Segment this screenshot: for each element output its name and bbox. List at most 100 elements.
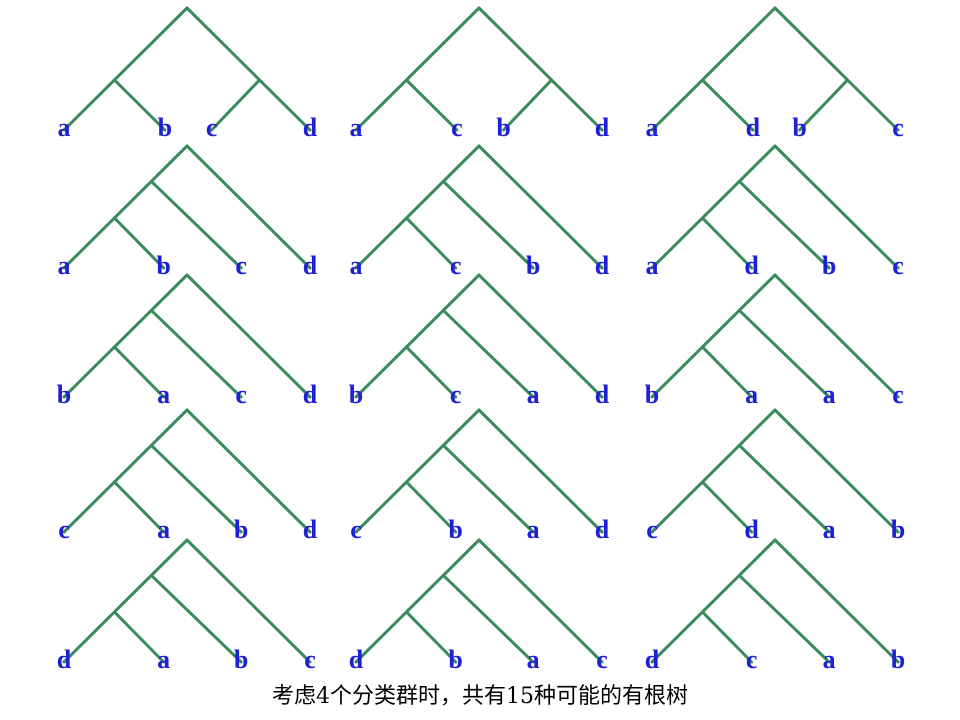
tree-branch xyxy=(406,481,458,534)
leaf-label: c xyxy=(450,251,462,280)
tree-branch xyxy=(151,575,243,664)
tree-branch xyxy=(114,611,166,664)
leaf-label: a xyxy=(527,515,540,544)
leaf-label: b xyxy=(234,645,248,674)
leaf-label: b xyxy=(448,515,462,544)
leaf-label: a xyxy=(58,251,71,280)
tree-branch xyxy=(773,408,900,534)
leaf-label: c xyxy=(451,113,463,142)
tree-branch xyxy=(406,346,458,399)
leaf-label: b xyxy=(448,645,462,674)
leaf-label: b xyxy=(234,515,248,544)
leaf-label: d xyxy=(303,515,318,544)
tree-branch xyxy=(702,611,754,664)
leaf-label: a xyxy=(527,645,540,674)
tree-branch xyxy=(798,79,848,132)
leaf-label: a xyxy=(157,645,170,674)
tree-branch xyxy=(114,346,166,399)
leaf-label: d xyxy=(595,251,610,280)
leaf-label: a xyxy=(823,515,836,544)
tree-branch xyxy=(151,181,243,270)
tree-branch xyxy=(702,79,755,132)
leaf-label: d xyxy=(303,113,318,142)
tree-branch xyxy=(62,538,189,664)
leaf-label: a xyxy=(58,113,71,142)
leaf-label: d xyxy=(57,645,72,674)
leaf-label: a xyxy=(527,380,540,409)
tree-branch xyxy=(62,6,189,132)
leaf-label: b xyxy=(158,113,172,142)
tree-branch xyxy=(114,217,166,270)
leaf-label: c xyxy=(892,113,904,142)
tree-branch xyxy=(702,217,754,270)
leaf-label: d xyxy=(303,251,318,280)
tree-branch xyxy=(354,538,481,664)
leaf-label: b xyxy=(645,380,659,409)
tree-branch xyxy=(502,79,552,132)
leaf-label: c xyxy=(206,113,218,142)
tree-branch xyxy=(114,481,166,534)
leaf-label: d xyxy=(744,251,759,280)
leaf-label: c xyxy=(746,645,758,674)
leaf-label: d xyxy=(595,113,610,142)
tree-branch xyxy=(151,445,243,534)
tree-branch xyxy=(702,481,754,534)
tree-branch xyxy=(650,273,777,399)
tree-branch xyxy=(773,273,900,399)
leaf-label: a xyxy=(350,113,363,142)
tree-branch xyxy=(773,6,900,132)
tree-branch xyxy=(443,181,535,270)
leaf-label: b xyxy=(822,251,836,280)
leaf-label: a xyxy=(646,251,659,280)
tree-branch xyxy=(739,310,831,399)
tree-branch xyxy=(477,144,604,270)
tree-branch xyxy=(773,538,900,664)
tree-branch xyxy=(185,144,312,270)
leaf-label: a xyxy=(350,251,363,280)
tree-branch xyxy=(114,79,167,132)
leaf-label: c xyxy=(596,645,608,674)
tree-branch xyxy=(406,611,458,664)
figure-caption: 考虑4个分类群时，共有15种可能的有根树 xyxy=(272,684,688,709)
tree-branch xyxy=(650,408,777,534)
leaf-label: d xyxy=(349,645,364,674)
leaf-label: b xyxy=(496,113,510,142)
tree-branch xyxy=(354,144,481,270)
leaf-label: b xyxy=(792,113,806,142)
leaf-label: a xyxy=(157,380,170,409)
leaf-label: a xyxy=(823,645,836,674)
tree-branch xyxy=(443,575,535,664)
leaf-label: c xyxy=(892,251,904,280)
leaf-label: a xyxy=(745,380,758,409)
tree-branch xyxy=(477,6,604,132)
leaf-label: d xyxy=(744,515,759,544)
tree-branch xyxy=(477,408,604,534)
leaf-label: b xyxy=(156,251,170,280)
leaf-label: c xyxy=(304,645,316,674)
leaf-label: c xyxy=(450,380,462,409)
tree-branch xyxy=(185,408,312,534)
leaf-label: a xyxy=(646,113,659,142)
tree-branch xyxy=(650,144,777,270)
leaf-label: d xyxy=(746,113,761,142)
leaf-label: b xyxy=(891,645,905,674)
leaf-label: b xyxy=(526,251,540,280)
tree-branch xyxy=(62,144,189,270)
tree-branch xyxy=(406,217,458,270)
tree-branch xyxy=(650,6,777,132)
tree-branch xyxy=(477,538,604,664)
leaf-label: c xyxy=(235,251,247,280)
leaf-label: b xyxy=(349,380,363,409)
tree-branch xyxy=(62,273,189,399)
leaf-label: d xyxy=(595,515,610,544)
tree-branch xyxy=(406,79,459,132)
tree-branch xyxy=(739,181,831,270)
tree-branch xyxy=(185,6,312,132)
tree-branch xyxy=(650,538,777,664)
leaf-label: c xyxy=(58,515,70,544)
tree-branch xyxy=(354,6,481,132)
tree-branch xyxy=(773,144,900,270)
tree-branch xyxy=(354,273,481,399)
leaf-label: c xyxy=(235,380,247,409)
